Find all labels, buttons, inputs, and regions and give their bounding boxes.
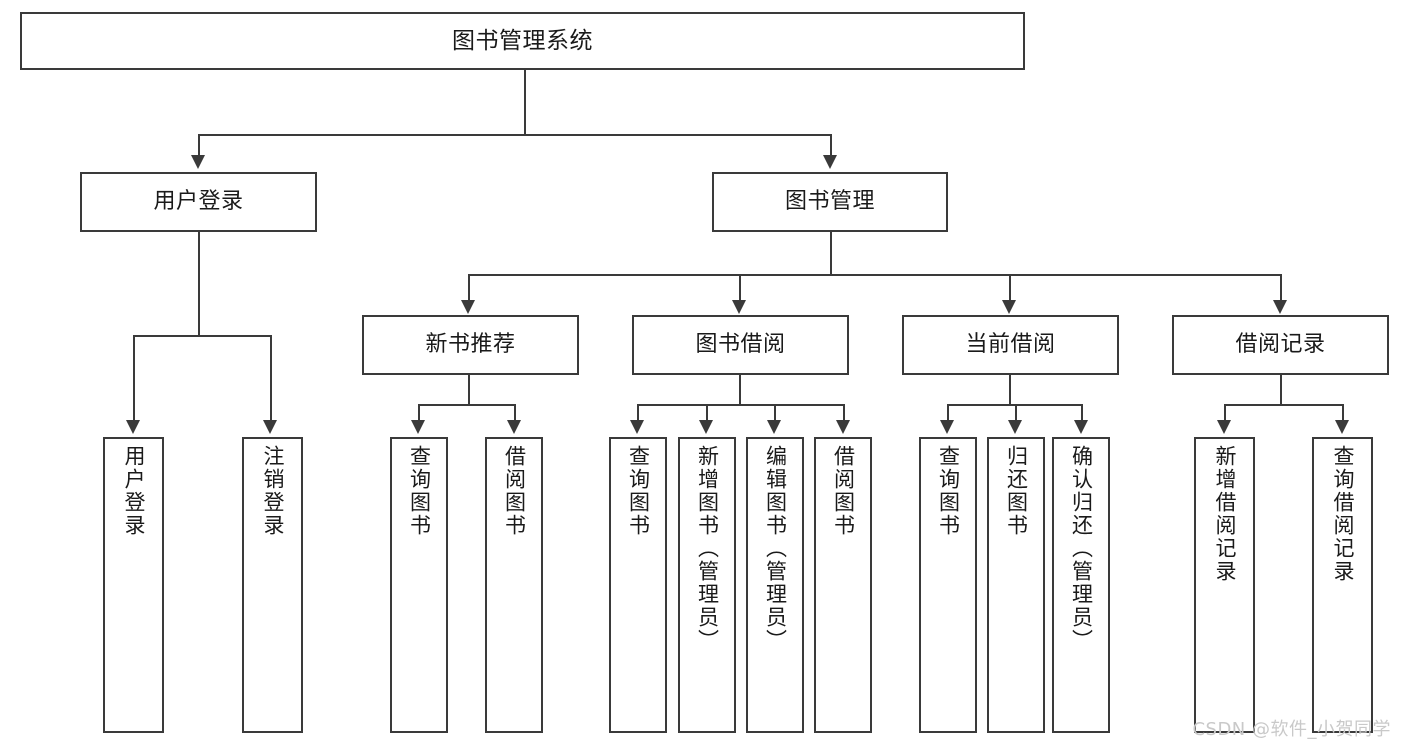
arrowhead-borrow-record xyxy=(1273,300,1287,314)
connector-brr-left xyxy=(1224,404,1226,421)
leaf-query-record[interactable]: 查询借阅记录 xyxy=(1312,437,1373,733)
leaf-confirm-return[interactable]: 确认归还（管理员） xyxy=(1052,437,1110,733)
node-label: 查询图书 xyxy=(407,445,432,537)
connector-brr-bus xyxy=(1224,404,1343,406)
connector-level2-bus xyxy=(468,274,1280,276)
connector-bb-bus xyxy=(637,404,844,406)
connector-nbr-right xyxy=(514,404,516,421)
node-label: 注销登录 xyxy=(261,445,285,537)
node-label: 查询图书 xyxy=(626,445,651,537)
connector-bb-stem xyxy=(739,375,741,404)
connector-cb-bus xyxy=(947,404,1081,406)
leaf-return-book[interactable]: 归还图书 xyxy=(987,437,1045,733)
connector-to-current-borrow xyxy=(1009,274,1011,301)
node-label: 借阅记录 xyxy=(1235,332,1326,358)
arrowhead-leaf-user-login xyxy=(126,420,140,434)
leaf-user-login[interactable]: 用户登录 xyxy=(103,437,164,733)
connector-nbr-stem xyxy=(468,375,470,404)
arrowhead-leaf-add-book xyxy=(699,420,713,434)
connector-to-book-manage xyxy=(830,134,832,156)
connector-to-user-login xyxy=(198,134,200,156)
arrowhead-user-login xyxy=(191,155,205,169)
connector-to-book-borrow xyxy=(739,274,741,301)
connector-cb-l3 xyxy=(1081,404,1083,421)
arrowhead-leaf-query-record xyxy=(1335,420,1349,434)
node-book-manage[interactable]: 图书管理 xyxy=(712,172,948,232)
connector-nbr-bus xyxy=(418,404,516,406)
node-label: 用户登录 xyxy=(153,189,244,215)
arrowhead-leaf-return-book xyxy=(1008,420,1022,434)
arrowhead-leaf-query-book-new xyxy=(411,420,425,434)
node-user-login[interactable]: 用户登录 xyxy=(80,172,317,232)
node-label: 图书管理系统 xyxy=(452,27,593,54)
node-book-borrow[interactable]: 图书借阅 xyxy=(632,315,849,375)
node-label: 图书借阅 xyxy=(695,332,786,358)
node-label: 用户登录 xyxy=(122,445,146,537)
connector-bb-l2 xyxy=(706,404,708,421)
arrowhead-leaf-query-book-br xyxy=(630,420,644,434)
connector-book-manage-stem xyxy=(830,232,832,274)
node-label: 新书推荐 xyxy=(425,332,516,358)
node-new-book-recommend[interactable]: 新书推荐 xyxy=(362,315,579,375)
node-current-borrow[interactable]: 当前借阅 xyxy=(902,315,1119,375)
connector-cb-l2 xyxy=(1015,404,1017,421)
node-label: 查询借阅记录 xyxy=(1331,445,1355,583)
node-label: 确认归还（管理员） xyxy=(1069,445,1094,652)
connector-nbr-left xyxy=(418,404,420,421)
connector-bb-l1 xyxy=(637,404,639,421)
arrowhead-current-borrow xyxy=(1002,300,1016,314)
leaf-query-book-new[interactable]: 查询图书 xyxy=(390,437,448,733)
connector-to-new-book-recommend xyxy=(468,274,470,301)
node-label: 新增借阅记录 xyxy=(1213,445,1237,583)
leaf-borrow-book-br[interactable]: 借阅图书 xyxy=(814,437,872,733)
arrowhead-leaf-add-record xyxy=(1217,420,1231,434)
leaf-add-record[interactable]: 新增借阅记录 xyxy=(1194,437,1255,733)
connector-cb-l1 xyxy=(947,404,949,421)
arrowhead-leaf-user-logout xyxy=(263,420,277,434)
connector-to-borrow-record xyxy=(1280,274,1282,301)
connector-user-login-right xyxy=(270,335,272,421)
node-label: 新增图书（管理员） xyxy=(695,445,720,652)
leaf-query-book-cur[interactable]: 查询图书 xyxy=(919,437,977,733)
leaf-user-logout[interactable]: 注销登录 xyxy=(242,437,303,733)
node-label: 图书管理 xyxy=(784,189,875,215)
node-borrow-record[interactable]: 借阅记录 xyxy=(1172,315,1389,375)
arrowhead-new-book-recommend xyxy=(461,300,475,314)
arrowhead-leaf-confirm-return xyxy=(1074,420,1088,434)
leaf-query-book-br[interactable]: 查询图书 xyxy=(609,437,667,733)
leaf-borrow-book-new[interactable]: 借阅图书 xyxy=(485,437,543,733)
connector-user-login-left xyxy=(133,335,135,421)
connector-user-login-bus xyxy=(133,335,270,337)
leaf-edit-book[interactable]: 编辑图书（管理员） xyxy=(746,437,804,733)
leaf-add-book[interactable]: 新增图书（管理员） xyxy=(678,437,736,733)
node-label: 借阅图书 xyxy=(831,445,856,537)
connector-root-stem xyxy=(524,70,526,134)
connector-brr-right xyxy=(1342,404,1344,421)
connector-cb-stem xyxy=(1009,375,1011,404)
connector-root-bus xyxy=(198,134,830,136)
arrowhead-book-manage xyxy=(823,155,837,169)
node-label: 归还图书 xyxy=(1004,445,1029,537)
node-label: 当前借阅 xyxy=(965,332,1056,358)
arrowhead-leaf-query-book-cur xyxy=(940,420,954,434)
node-label: 借阅图书 xyxy=(502,445,527,537)
connector-brr-stem xyxy=(1280,375,1282,404)
arrowhead-leaf-borrow-book-new xyxy=(507,420,521,434)
connector-user-login-stem xyxy=(198,232,200,335)
connector-bb-l3 xyxy=(774,404,776,421)
node-label: 编辑图书（管理员） xyxy=(763,445,788,652)
node-root-system[interactable]: 图书管理系统 xyxy=(20,12,1025,70)
node-label: 查询图书 xyxy=(936,445,961,537)
arrowhead-leaf-borrow-book-br xyxy=(836,420,850,434)
connector-bb-l4 xyxy=(843,404,845,421)
arrowhead-leaf-edit-book xyxy=(767,420,781,434)
arrowhead-book-borrow xyxy=(732,300,746,314)
